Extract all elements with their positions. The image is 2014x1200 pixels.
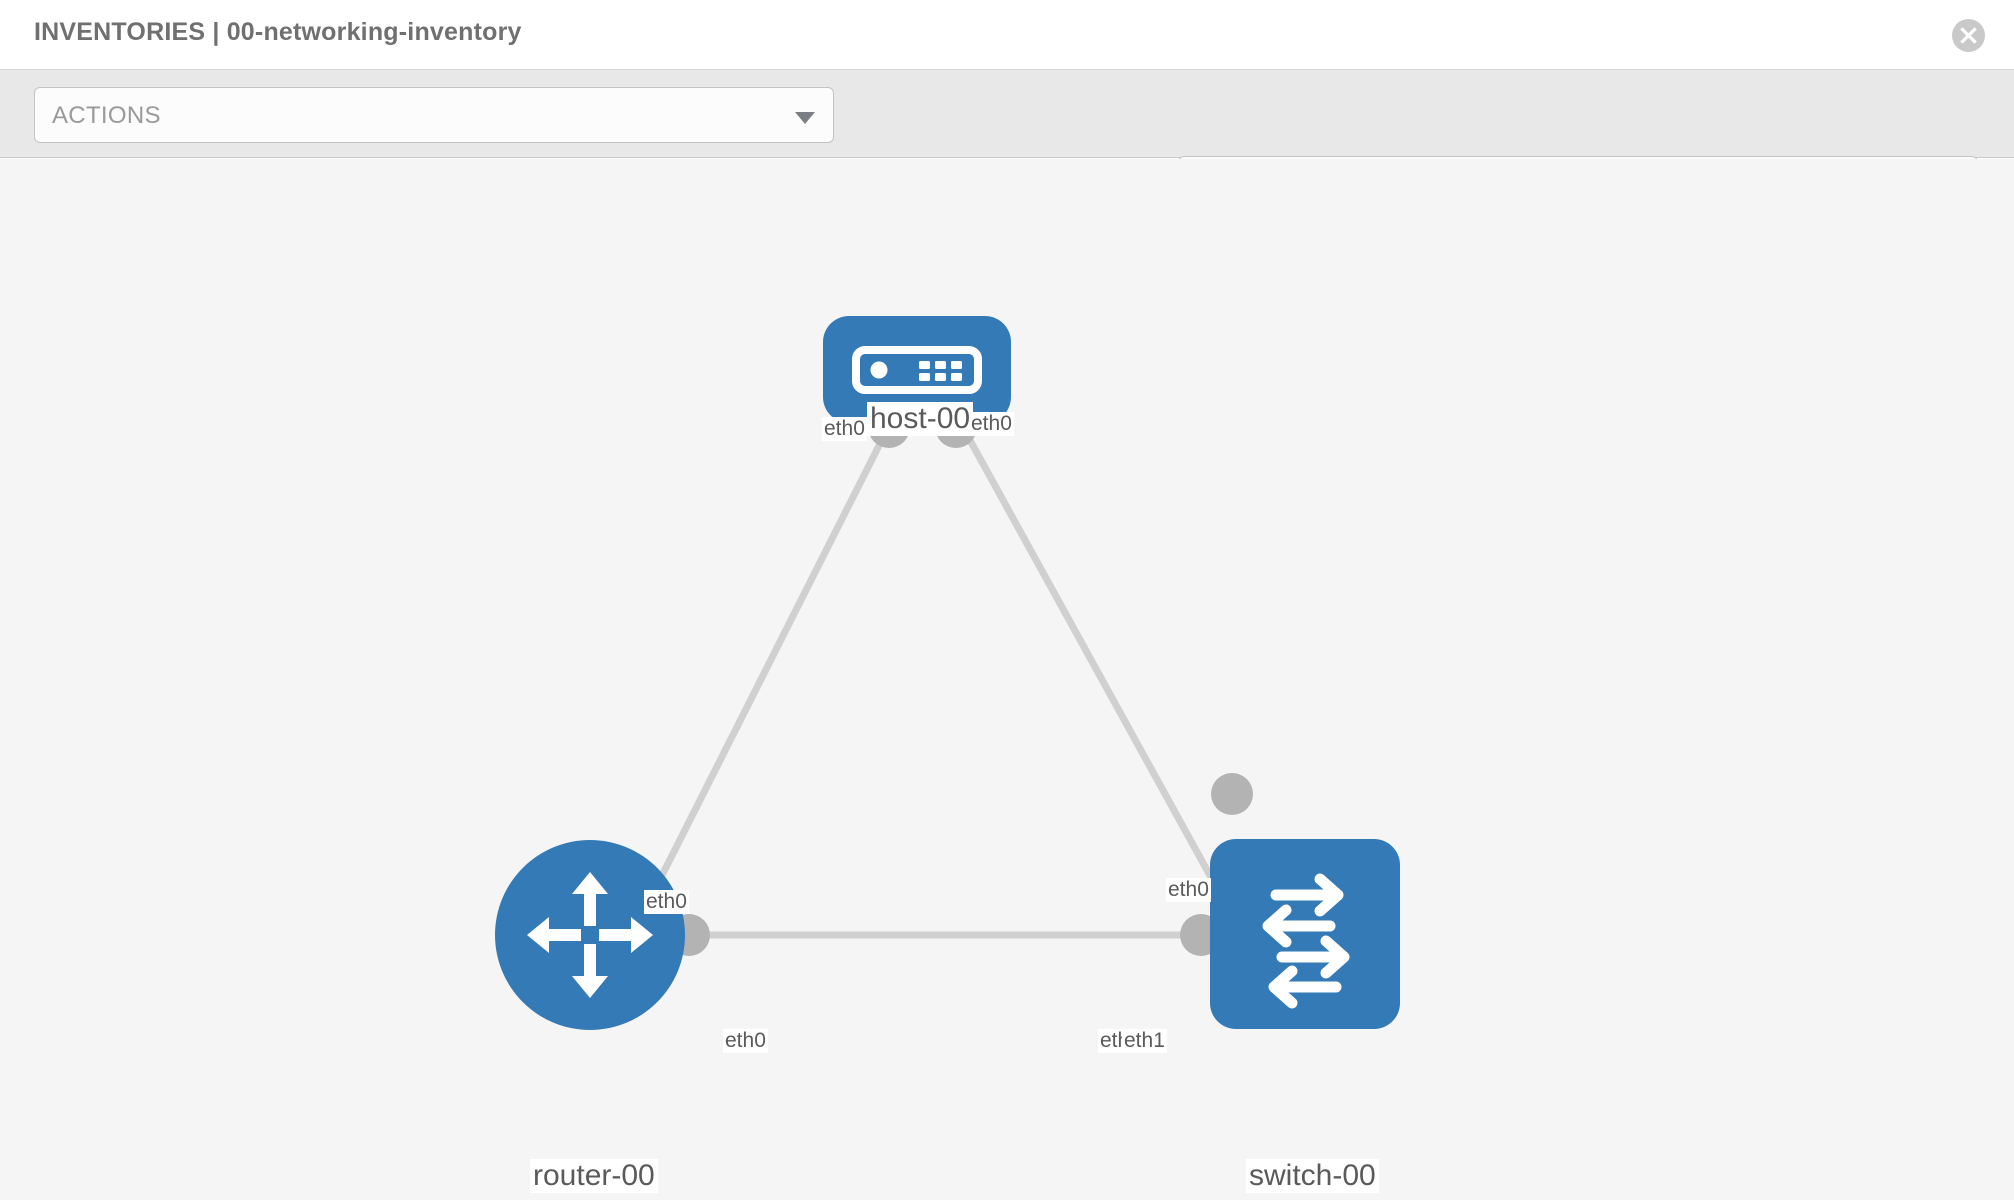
server-icon [852,346,982,394]
interface-label-router-up: eth0 [644,890,689,915]
interface-label-switch-up: eth0 [1166,878,1211,903]
interface-label-router-right: eth0 [723,1029,768,1054]
node-label-router-00: router-00 [530,1159,658,1193]
chevron-down-icon [795,112,815,124]
actions-dropdown[interactable]: ACTIONS [34,87,834,143]
nub-switch-top [1211,773,1253,815]
page-header: INVENTORIES | 00-networking-inventory [0,0,2014,70]
router-icon [527,872,653,998]
node-router-00[interactable] [495,840,685,1030]
interface-label-host-left: eth0 [822,417,867,442]
link-host-switch [946,402,1249,941]
node-label-host-00: host-00 [867,402,974,436]
page-title: INVENTORIES | 00-networking-inventory [34,18,522,46]
topology-canvas[interactable]: eth0 host-00 eth0 eth0 eth0 eth0 eth0 et… [0,159,2014,1200]
close-icon[interactable] [1952,19,1985,52]
toolbar: ACTIONS SEARCH [0,70,2014,212]
interface-label-switch-left-eth1: eth1 [1122,1029,1167,1054]
link-host-router [636,402,904,921]
node-switch-00[interactable] [1210,839,1400,1029]
interface-label-host-right: eth0 [969,412,1014,437]
topology-links [636,402,1249,941]
switch-icon [1262,873,1350,1009]
node-label-switch-00: switch-00 [1246,1159,1379,1193]
actions-dropdown-label: ACTIONS [52,102,161,129]
